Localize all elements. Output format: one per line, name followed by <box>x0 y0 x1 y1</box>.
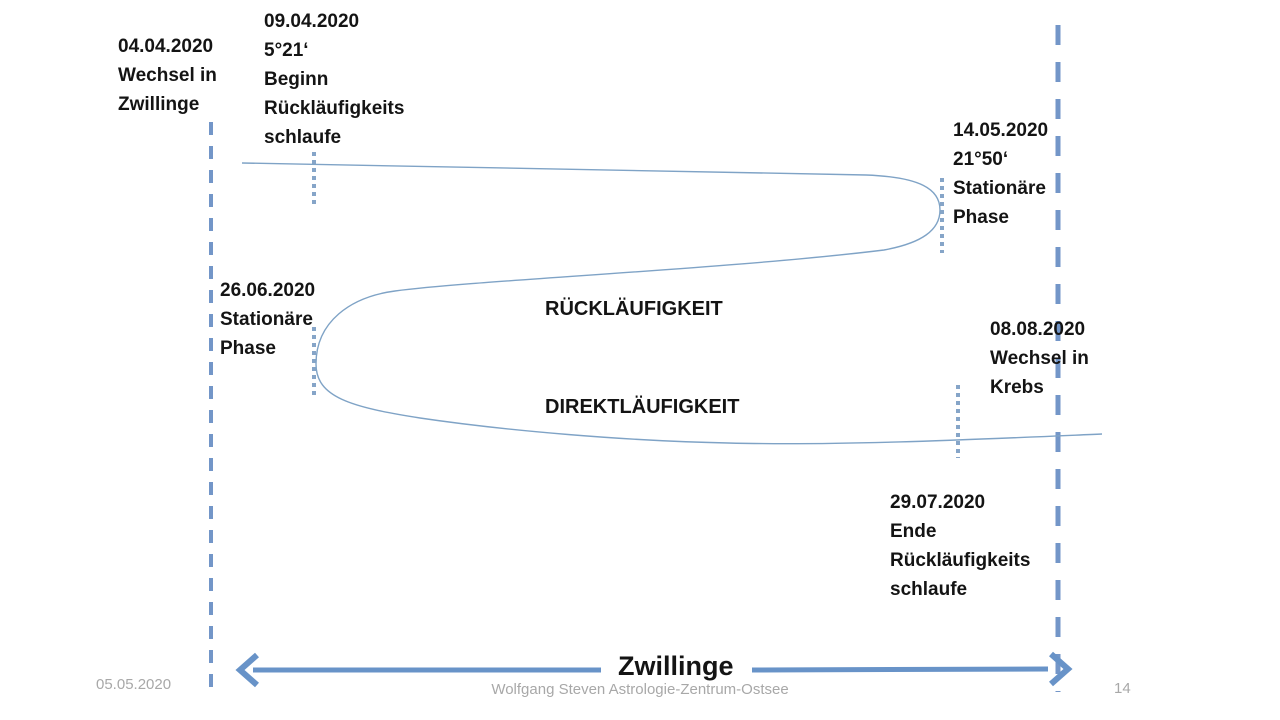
footer-date: 05.05.2020 <box>96 676 172 693</box>
annotation-enter-gemini: 04.04.2020 Wechsel in Zwillinge <box>118 32 217 119</box>
gemini-span-arrow-right-shaft <box>751 666 1049 673</box>
arrow-left-head-icon <box>235 652 259 688</box>
annotation-line: Krebs <box>990 377 1044 398</box>
annotation-line: 5°21‘ <box>264 40 309 61</box>
phase-label-direct: DIREKTLÄUFIGKEIT <box>545 396 740 418</box>
annotation-line: Wechsel in <box>990 348 1089 369</box>
arrow-right-head-icon <box>1049 651 1073 687</box>
annotation-line: 21°50‘ <box>953 149 1009 170</box>
annotation-line: 29.07.2020 <box>890 492 986 513</box>
annotation-line: Rückläufigkeits <box>890 550 1031 571</box>
retrograde-loop-path <box>241 162 1103 445</box>
annotation-line: 08.08.2020 <box>990 319 1086 340</box>
annotation-line: Stationäre <box>953 178 1046 199</box>
annotation-line: 26.06.2020 <box>220 280 316 301</box>
annotation-line: Zwillinge <box>118 94 200 115</box>
annotation-line: Stationäre <box>220 309 313 330</box>
annotation-line: Phase <box>953 207 1009 228</box>
annotation-line: 14.05.2020 <box>953 120 1049 141</box>
annotation-enter-cancer: 08.08.2020 Wechsel in Krebs <box>990 315 1089 402</box>
annotation-station-june: 26.06.2020 Stationäre Phase <box>220 276 315 363</box>
annotation-loop-end: 29.07.2020 Ende Rückläufigkeits schlaufe <box>890 488 1030 604</box>
annotation-line: Beginn <box>264 69 329 90</box>
annotation-line: 09.04.2020 <box>264 11 360 32</box>
annotation-station-may: 14.05.2020 21°50‘ Stationäre Phase <box>953 116 1048 232</box>
annotation-line: Rückläufigkeits <box>264 98 405 119</box>
annotation-line: Phase <box>220 338 276 359</box>
annotation-line: 04.04.2020 <box>118 36 214 57</box>
footer-credit: Wolfgang Steven Astrologie-Zentrum-Ostse… <box>491 681 789 698</box>
annotation-loop-begin: 09.04.2020 5°21‘ Beginn Rückläufigkeits … <box>264 7 404 152</box>
annotation-line: Ende <box>890 521 937 542</box>
phase-label-retrograde: RÜCKLÄUFIGKEIT <box>545 298 723 320</box>
annotation-line: schlaufe <box>264 127 342 148</box>
footer-page-number: 14 <box>1114 680 1131 697</box>
annotation-line: Wechsel in <box>118 65 217 86</box>
annotation-line: schlaufe <box>890 579 968 600</box>
axis-label-zwillinge: Zwillinge <box>618 651 734 681</box>
